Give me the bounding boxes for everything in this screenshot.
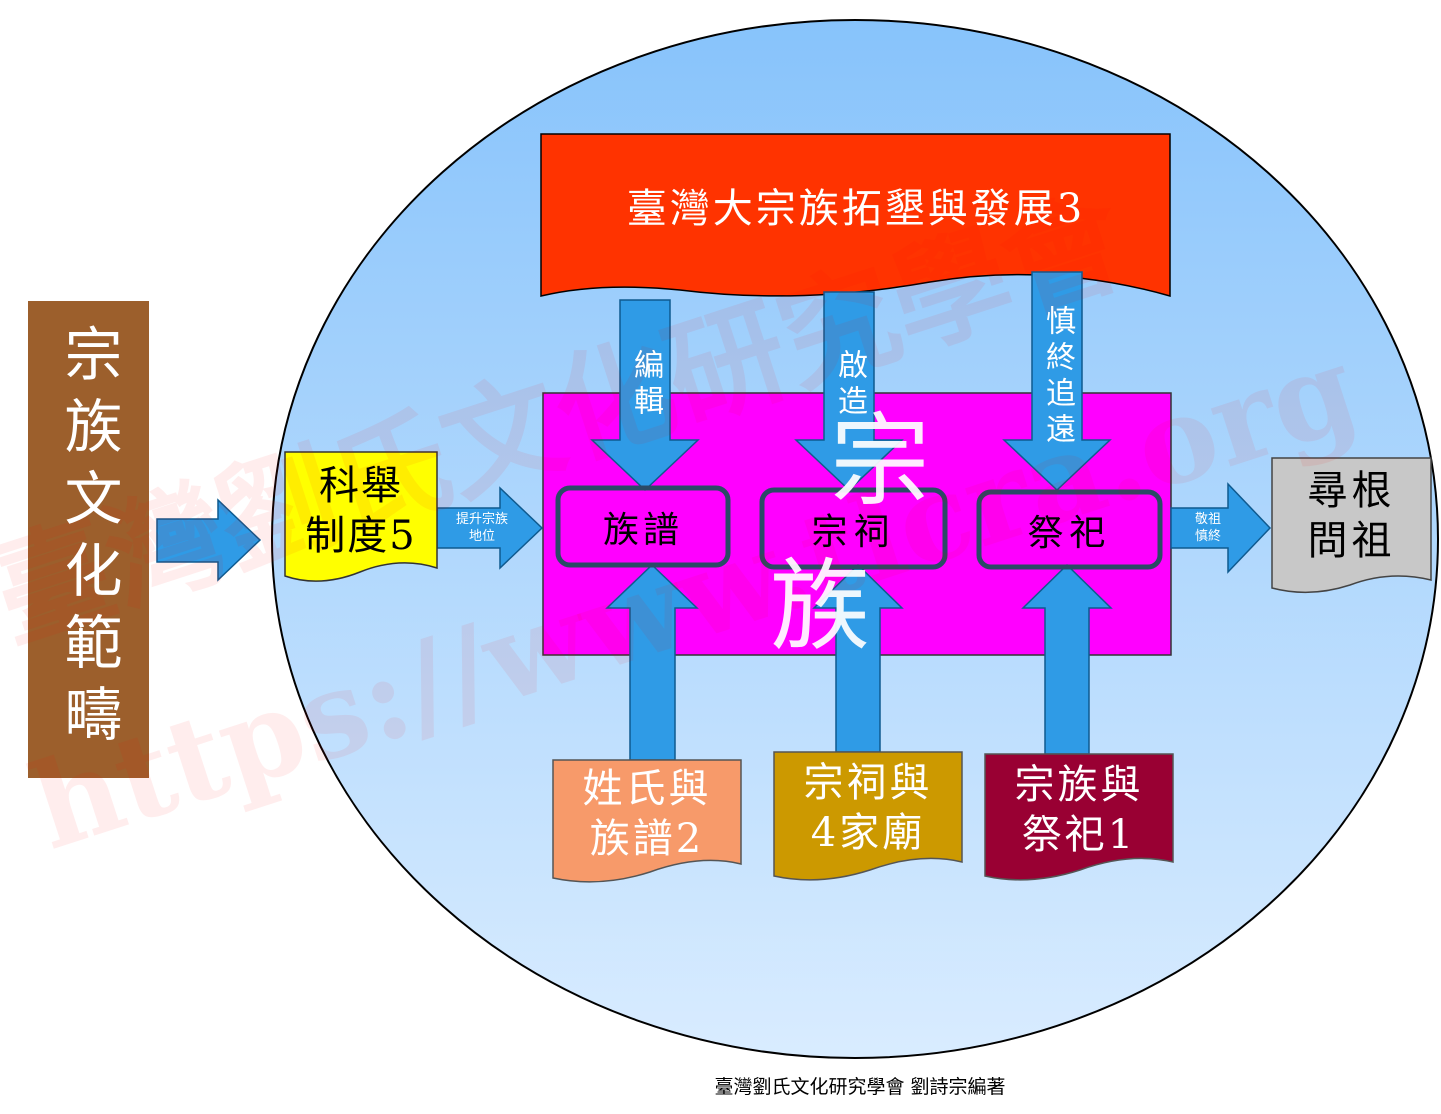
up-arrow-ritual bbox=[1021, 563, 1113, 755]
doc-surname-shape bbox=[552, 759, 742, 883]
inner-item-genealogy-label: 族譜 bbox=[602, 509, 683, 551]
doc-xungen-shape bbox=[1271, 457, 1432, 594]
down-arrow-mourning bbox=[1002, 271, 1112, 492]
inner-item-ritual-label: 祭祀 bbox=[1027, 512, 1112, 554]
doc-ritual-shape bbox=[984, 753, 1174, 881]
doc-ancestral-label: 宗祠與 4家廟 bbox=[803, 760, 933, 856]
doc-ritual-label: 宗族與 祭祀1 bbox=[1014, 762, 1144, 858]
up-arrow-ancestral bbox=[812, 563, 904, 753]
center-big-label-wrap: 宗族 bbox=[690, 403, 1070, 665]
center-big-label: 宗族 bbox=[770, 403, 1050, 665]
sidebar: 宗族文化範疇 bbox=[28, 301, 149, 778]
doc-surname: 姓氏與 族譜2 bbox=[553, 760, 741, 868]
sidebar-label: 宗族文化範疇 bbox=[54, 323, 123, 756]
inner-box-temple bbox=[759, 487, 948, 570]
inner-box-ritual bbox=[976, 489, 1163, 570]
inner-box-genealogy bbox=[555, 485, 731, 568]
arrow-edit-label: 編輯 bbox=[628, 349, 663, 421]
arrow-status-label-wrap: 提升宗族地位 bbox=[446, 508, 518, 548]
doc-xungen: 尋根 問祖 bbox=[1272, 460, 1431, 572]
inner-item-genealogy: 族譜 bbox=[558, 488, 728, 565]
arrow-ancestor-label-wrap: 敬祖慎終 bbox=[1180, 508, 1236, 548]
arrow-status-label: 提升宗族地位 bbox=[455, 512, 508, 544]
arrow-build-label: 啟造 bbox=[832, 349, 867, 421]
right-arrow-status bbox=[436, 486, 544, 570]
footer-credit: 臺灣劉氏文化研究學會 劉詩宗編著 bbox=[714, 1075, 1006, 1098]
doc-ritual: 宗族與 祭祀1 bbox=[985, 756, 1173, 864]
top-banner-label: 臺灣大宗族拓墾與發展3 bbox=[626, 186, 1086, 232]
right-arrow-scope bbox=[156, 498, 262, 582]
inner-item-temple: 宗祠 bbox=[762, 490, 945, 567]
arrow-mourning-label-wrap: 慎終追遠 bbox=[1032, 282, 1082, 472]
doc-xungen-label: 尋根 問祖 bbox=[1307, 468, 1396, 564]
doc-keju: 科舉 制度5 bbox=[285, 456, 437, 566]
doc-ancestral: 宗祠與 4家廟 bbox=[774, 754, 962, 862]
arrow-edit-label-wrap: 編輯 bbox=[620, 335, 670, 435]
doc-keju-shape bbox=[284, 451, 438, 582]
footer: 臺灣劉氏文化研究學會 劉詩宗編著 bbox=[560, 1070, 1160, 1100]
inner-item-ritual: 祭祀 bbox=[979, 492, 1160, 567]
doc-surname-label: 姓氏與 族譜2 bbox=[582, 766, 712, 862]
down-arrow-build bbox=[794, 291, 904, 492]
inner-item-temple-label: 宗祠 bbox=[811, 511, 896, 553]
arrow-mourning-label: 慎終追遠 bbox=[1040, 305, 1075, 449]
arrow-ancestor-label: 敬祖慎終 bbox=[1194, 512, 1221, 544]
right-arrow-ancestor bbox=[1170, 482, 1272, 574]
sidebar-box bbox=[28, 301, 149, 778]
up-arrow-surname bbox=[605, 563, 699, 761]
arrow-build-label-wrap: 啟造 bbox=[824, 335, 874, 435]
doc-keju-label: 科舉 制度5 bbox=[305, 463, 417, 559]
down-arrow-edit bbox=[590, 299, 700, 492]
doc-ancestral-shape bbox=[773, 751, 963, 881]
top-banner: 臺灣大宗族拓墾與發展3 bbox=[541, 160, 1171, 250]
